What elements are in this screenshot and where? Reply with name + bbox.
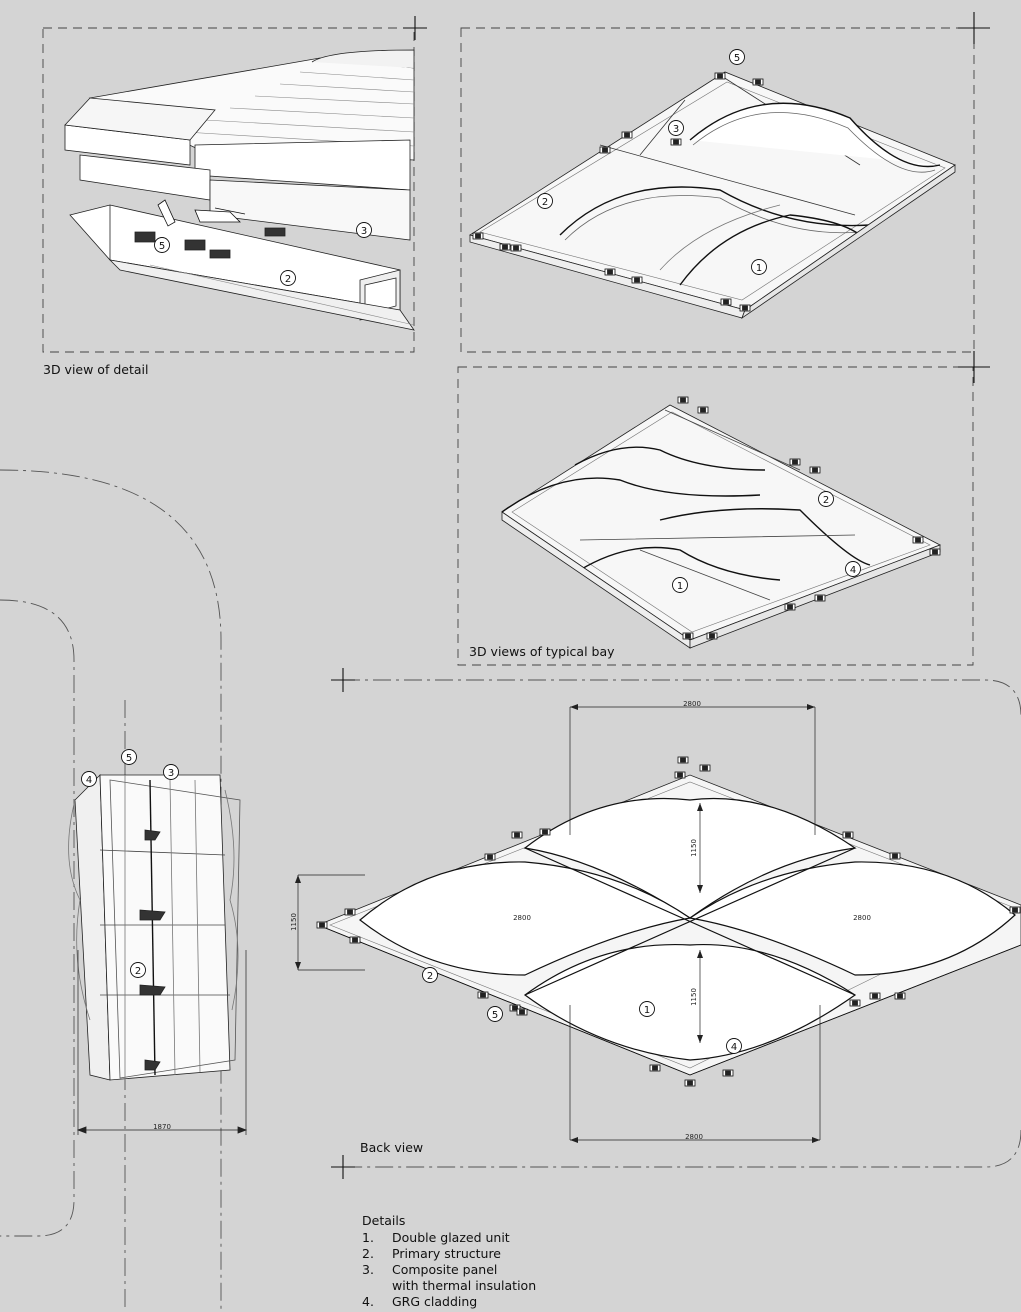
dim-bottom-width: 2800 [685, 1133, 703, 1141]
callout-2: 2 [823, 495, 829, 506]
frame-bay-bottom [457, 366, 974, 666]
callout-4: 4 [731, 1042, 737, 1053]
legend-item: 2. Primary structure [362, 1246, 536, 1262]
callout-1: 1 [677, 581, 683, 592]
legend-title: Details [362, 1213, 406, 1228]
legend-item: 1. Double glazed unit [362, 1230, 536, 1246]
callout-4: 4 [86, 775, 92, 786]
callout-2: 2 [135, 966, 141, 977]
callout-4: 4 [850, 565, 856, 576]
dimension-labels: 2800 2800 2800 2800 1870 1150 1150 1150 [153, 700, 871, 1141]
registration-marks [331, 12, 990, 1179]
legend-item-continuation: with thermal insulation [392, 1278, 537, 1293]
caption-back-view: Back view [360, 1140, 424, 1155]
callouts: 5 3 2 5 3 2 1 2 4 1 5 4 3 2 2 5 1 4 [81, 49, 861, 1054]
callout-2: 2 [542, 197, 548, 208]
dim-side-height: 1150 [290, 913, 298, 931]
caption-detail-view: 3D view of detail [43, 362, 149, 377]
dim-section-depth: 1870 [153, 1123, 171, 1131]
dim-top-width: 2800 [683, 700, 701, 708]
legend-item: 4. GRG cladding [362, 1294, 536, 1310]
legend-item-text: Composite panel [392, 1262, 498, 1277]
details-legend: Details 1. Double glazed unit 2. Primary… [362, 1213, 536, 1310]
callout-2: 2 [427, 971, 433, 982]
callout-1: 1 [756, 263, 762, 274]
side-section [68, 774, 248, 1135]
callout-5: 5 [734, 53, 740, 64]
legend-item-text: Primary structure [392, 1246, 502, 1261]
legend-item-number: 1. [362, 1230, 374, 1245]
dim-lower-height: 1150 [690, 988, 698, 1006]
dim-upper-height: 1150 [690, 839, 698, 857]
callout-2: 2 [285, 274, 291, 285]
frame-bay-top [460, 27, 975, 353]
callout-5: 5 [159, 241, 165, 252]
callout-3: 3 [673, 124, 679, 135]
dim-panel-left-width: 2800 [513, 914, 531, 922]
legend-item-text: Double glazed unit [392, 1230, 510, 1245]
detail-3d-view [64, 49, 415, 331]
bay-view-lower [501, 396, 941, 649]
dim-panel-right-width: 2800 [853, 914, 871, 922]
callout-3: 3 [168, 768, 174, 779]
frame-detail [42, 27, 415, 353]
legend-item: 3. Composite panel [362, 1262, 536, 1278]
legend-item-text: GRG cladding [392, 1294, 478, 1309]
back-view [295, 704, 1021, 1143]
caption-bay-views: 3D views of typical bay [469, 644, 615, 659]
callout-5: 5 [126, 753, 132, 764]
callout-3: 3 [361, 226, 367, 237]
legend-item-number: 3. [362, 1262, 374, 1277]
callout-1: 1 [644, 1005, 650, 1016]
legend-item-number: 4. [362, 1294, 374, 1309]
callout-5: 5 [492, 1010, 498, 1021]
bay-view-upper [469, 71, 956, 320]
legend-item-number: 2. [362, 1246, 374, 1261]
